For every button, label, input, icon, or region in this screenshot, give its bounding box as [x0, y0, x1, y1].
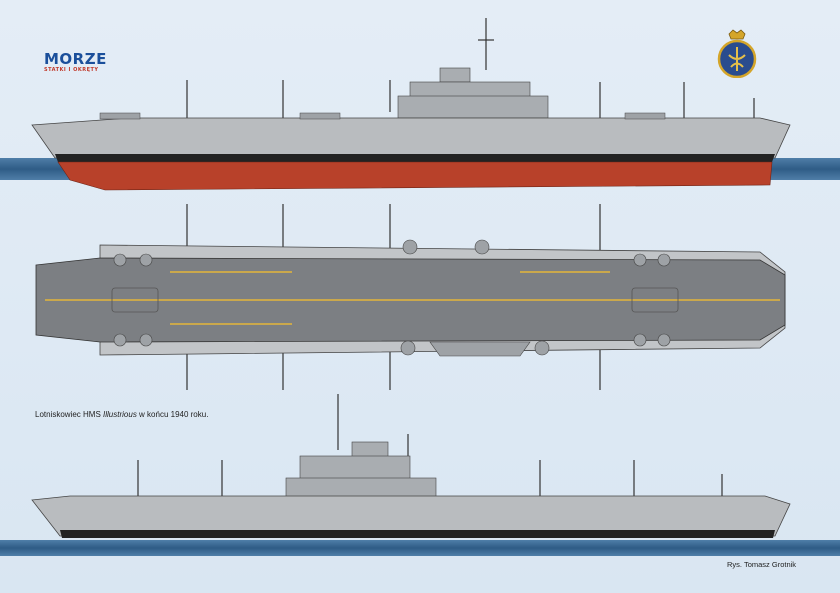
illustrator-credit: Rys. Tomasz Grotnik [727, 560, 797, 569]
profile-hull [31, 117, 791, 159]
caption-prefix: Lotniskowiec HMS [35, 410, 104, 419]
profile-island [397, 67, 549, 119]
magazine-logo: MORZE STATKI I OKRĘTY [44, 52, 107, 73]
port-waterline [60, 530, 775, 538]
plan-gun-sponsons [113, 239, 671, 356]
caption-suffix: w końcu 1940 roku. [136, 410, 209, 419]
plan-lift-outlines [111, 287, 679, 313]
flight-deck-plan-view [35, 204, 786, 390]
profile-aircraft [99, 112, 666, 120]
bottom-blue-band [0, 540, 840, 556]
magazine-subtitle: STATKI I OKRĘTY [44, 67, 99, 73]
profile-boot-topping [55, 154, 775, 162]
port-profile-view [31, 394, 791, 538]
port-island [285, 441, 437, 501]
port-hull [31, 495, 791, 537]
plan-island [429, 341, 531, 357]
drawing-caption: Lotniskowiec HMS Illustrious w końcu 194… [35, 410, 208, 419]
magazine-title: MORZE [44, 50, 107, 68]
royal-navy-badge-icon [717, 29, 757, 78]
profile-red-hull [57, 161, 773, 191]
starboard-profile-view [31, 18, 791, 191]
caption-ship-name: Illustrious [103, 410, 137, 419]
